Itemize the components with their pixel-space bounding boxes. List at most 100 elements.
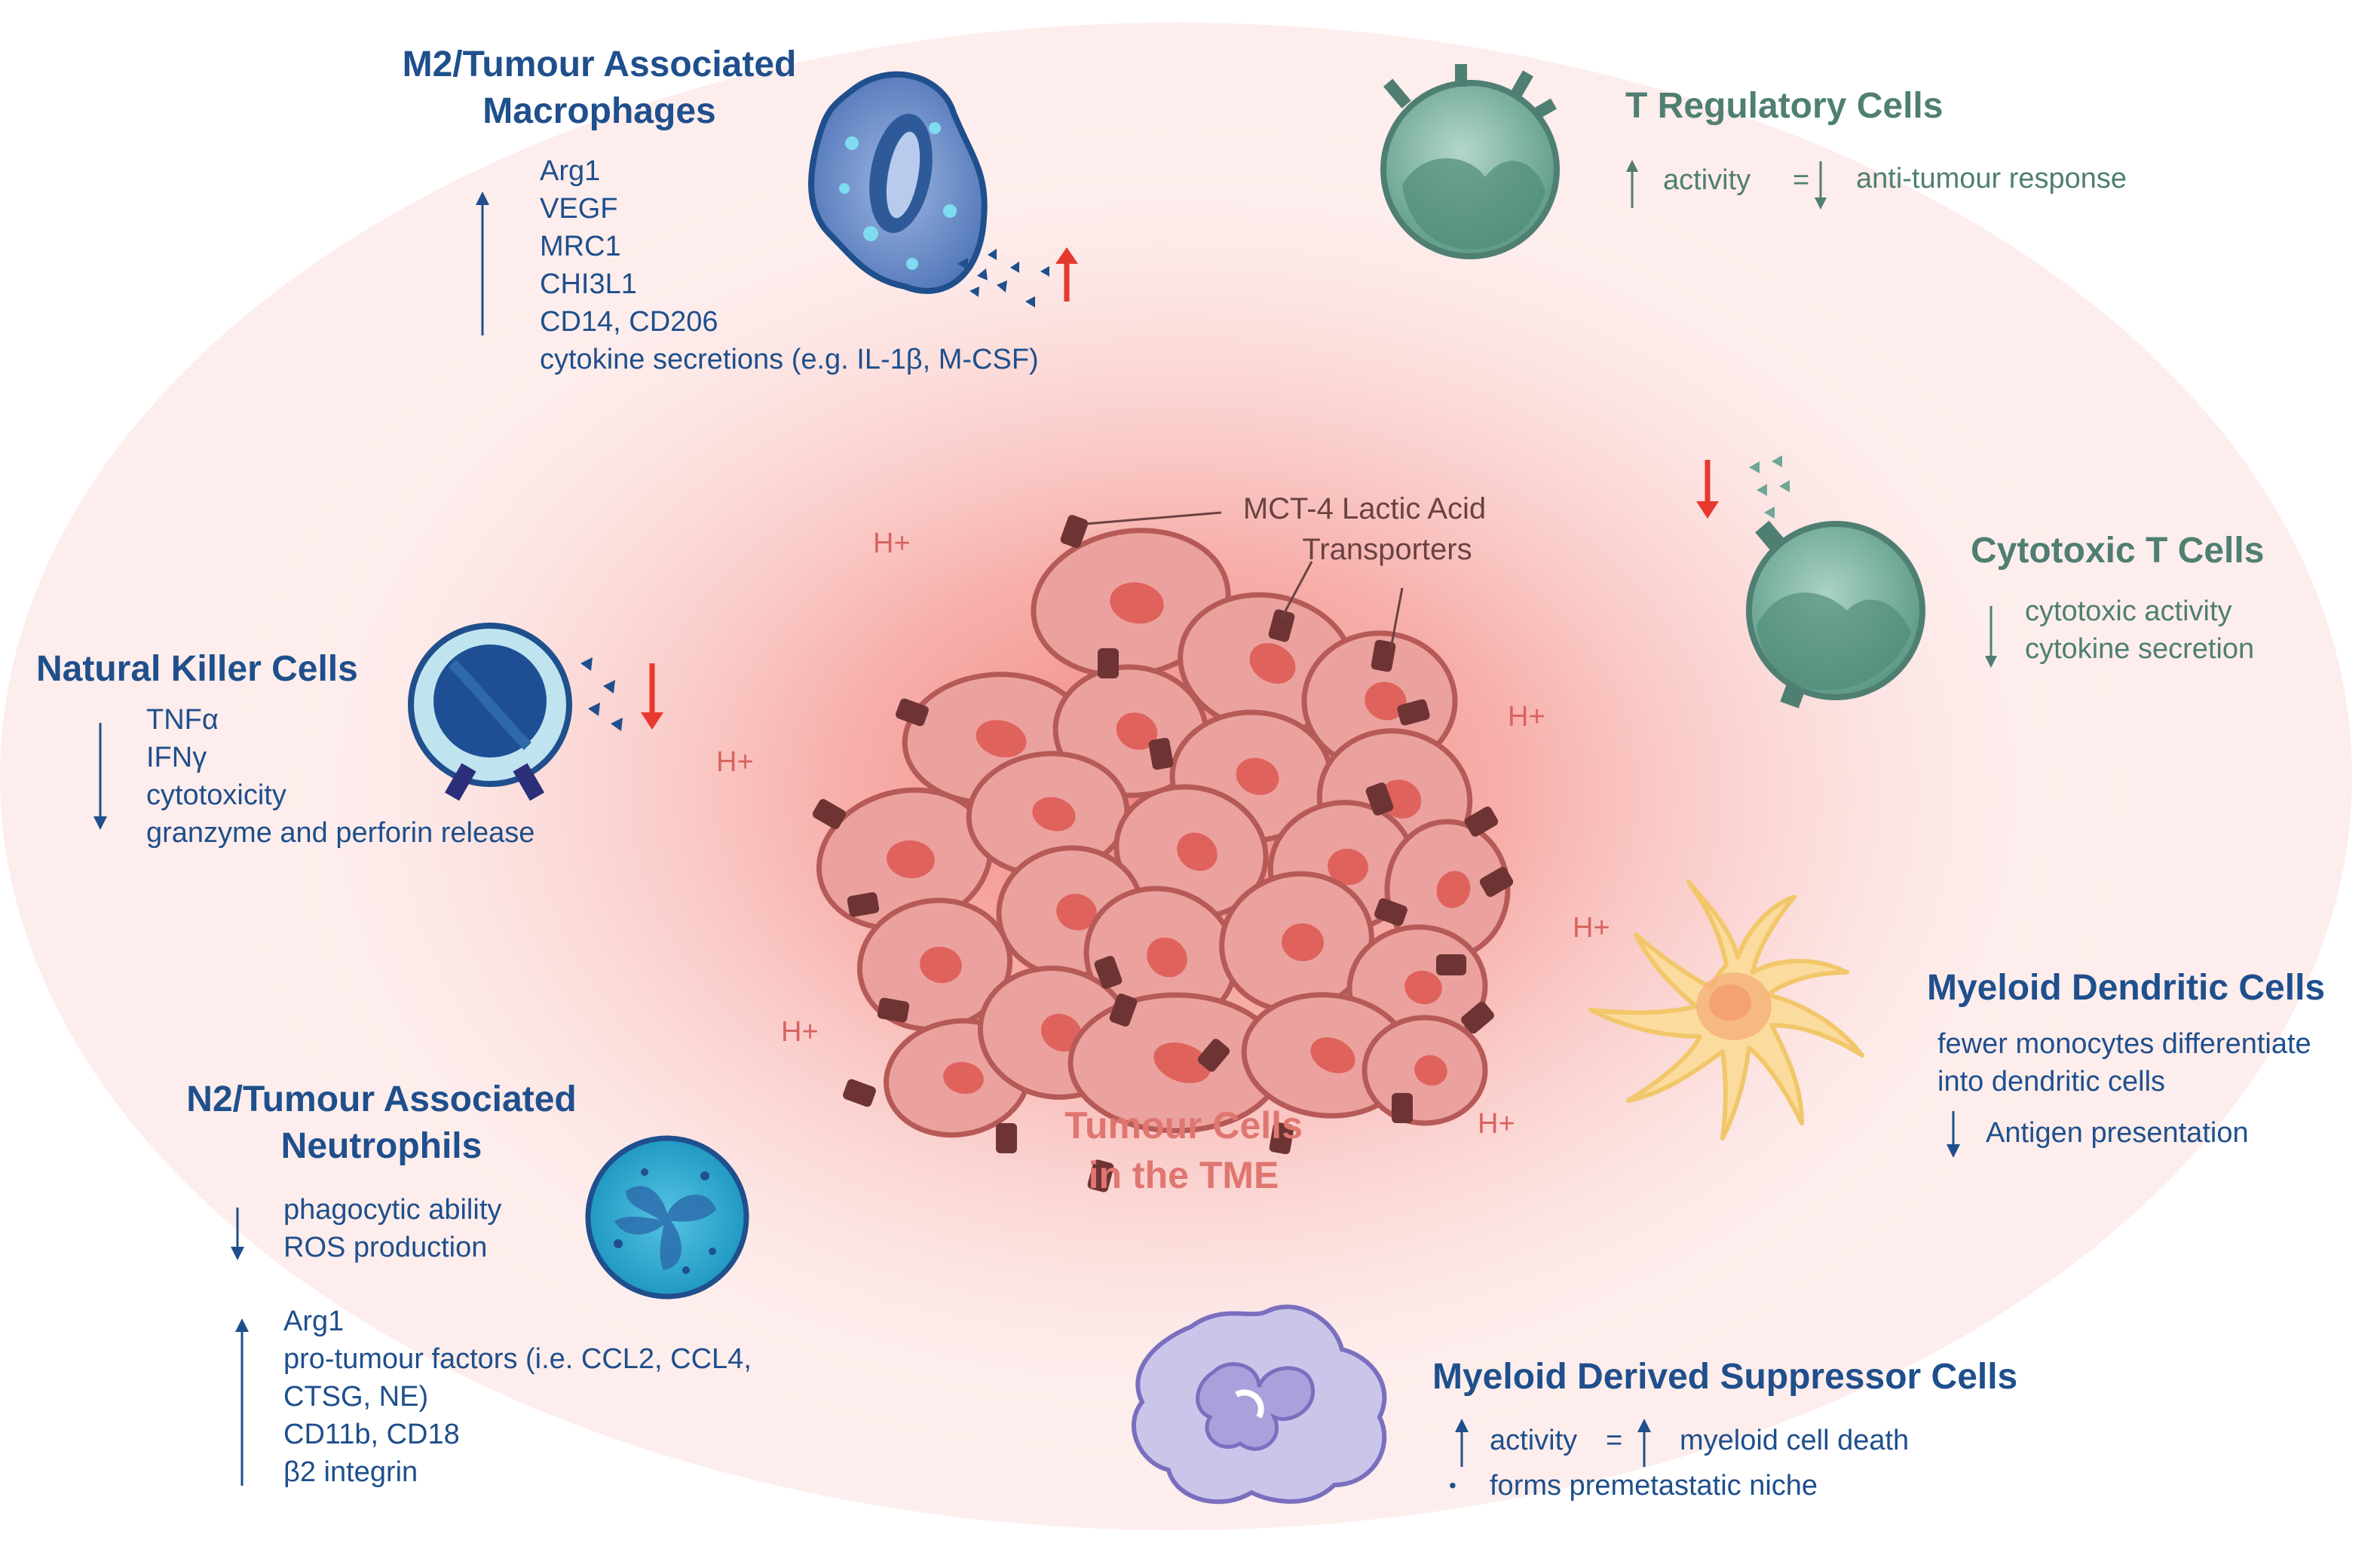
nk-title: Natural Killer Cells [36, 649, 358, 689]
m2-item: VEGF [540, 193, 618, 225]
nk-item: cytotoxicity [146, 779, 286, 811]
mct4-transporter [996, 1123, 1017, 1153]
tumour-title: Tumour Cells in the TME [1010, 1101, 1357, 1200]
mct4-transporter [1464, 807, 1499, 837]
n2-up-item: CTSG, NE) [283, 1381, 429, 1413]
mct-leader-line [1280, 561, 1313, 619]
tumour-cell-nucleus [1310, 1037, 1355, 1073]
mct-leader-line [1085, 511, 1222, 525]
mdc-title: Myeloid Dendritic Cells [1927, 968, 2326, 1008]
mct4-transporter [1060, 515, 1089, 548]
m2-item: CD14, CD206 [540, 306, 718, 338]
mct4-transporter [1098, 648, 1119, 678]
tumour-cell-nucleus [1249, 643, 1296, 684]
down-arrow-icon [1985, 606, 1997, 668]
mct4-transporter [1087, 1159, 1114, 1192]
down-arrow-icon [1815, 161, 1827, 210]
t-regulatory-cell-icon [1380, 64, 1560, 259]
m2-item: MRC1 [540, 231, 621, 262]
tumour-cell-nucleus [976, 720, 1027, 758]
tumour-cluster [812, 511, 1514, 1192]
m2-title: M2/Tumour Associated Macrophages [384, 41, 814, 135]
down-arrow-icon [231, 1208, 244, 1260]
tumour-cell-nucleus [1153, 1042, 1211, 1084]
n2-down-list: phagocytic ability ROS production [283, 1191, 501, 1266]
mct4-transporter [1371, 639, 1396, 672]
tumour-cell-nucleus [1328, 848, 1368, 886]
n2-title: N2/Tumour Associated Neutrophils [170, 1076, 593, 1170]
mct4-transporter [847, 892, 880, 917]
m2-item: cytokine secretions (e.g. IL-1β, M-CSF) [540, 344, 1039, 375]
tumour-cell-nucleus [1040, 1013, 1083, 1052]
tumour-cell-nucleus [1116, 712, 1158, 750]
hplus-label: H+ [781, 1016, 819, 1048]
natural-killer-cell-icon [408, 623, 663, 801]
n2-down-item: ROS production [283, 1232, 488, 1263]
macrophage-cell-icon [808, 71, 1078, 308]
tumour-cell-nucleus [1147, 937, 1187, 978]
nk-item: TNFα [146, 704, 219, 736]
tumour-cell-nucleus [1110, 582, 1164, 624]
m2-item: CHI3L1 [540, 268, 637, 300]
mdc-antigen: Antigen presentation [1986, 1117, 2249, 1149]
dendritic-cell-icon [1588, 880, 1864, 1140]
mdsc-niche: forms premetastatic niche [1490, 1470, 1818, 1502]
n2-up-list: Arg1 pro-tumour factors (i.e. CCL2, CCL4… [283, 1303, 752, 1491]
ctl-item: cytotoxic activity [2025, 595, 2232, 627]
mct4-transporter [812, 799, 847, 829]
mct4-transporter [1197, 1039, 1230, 1072]
ctl-title: Cytotoxic T Cells [1971, 531, 2265, 571]
ctl-list: cytotoxic activity cytokine secretion [2025, 592, 2254, 668]
mct4-transporter [1094, 956, 1123, 989]
up-arrow-icon [1455, 1419, 1469, 1467]
mct4-transporter [1392, 1093, 1413, 1123]
treg-title: T Regulatory Cells [1625, 86, 1944, 126]
mct-leader-line [1389, 587, 1404, 649]
mdsc-activity: activity [1490, 1425, 1578, 1456]
tumour-cell-nucleus [1365, 681, 1407, 721]
mct-label-line1: MCT-4 Lactic Acid [1242, 492, 1487, 525]
up-arrow-icon [1626, 160, 1638, 208]
mct4-transporter [1397, 699, 1430, 726]
mct4-transporter [1374, 898, 1407, 926]
mct4-transporter [896, 698, 929, 727]
mct-label: MCT-4 Lactic Acid Transporters [1199, 488, 1530, 570]
tumour-cell-nucleus [1177, 832, 1218, 871]
mct-label-line2: Transporters [1302, 533, 1472, 566]
tumour-cell-nucleus [1436, 871, 1471, 908]
mct4-transporter [1109, 993, 1138, 1027]
nk-item: granzyme and perforin release [146, 817, 535, 849]
n2-up-item: CD11b, CD18 [283, 1419, 460, 1450]
n2-up-item: Arg1 [283, 1306, 345, 1337]
mct4-transporter [1461, 1001, 1494, 1034]
tumour-cell-nucleus [1056, 893, 1097, 931]
tumour-cell-nucleus [920, 946, 962, 984]
m2-item: Arg1 [540, 155, 601, 187]
nk-item: IFNγ [146, 742, 207, 773]
hplus-label: H+ [1478, 1108, 1515, 1140]
mct4-transporter [1365, 782, 1394, 816]
neutrophil-cell-icon [585, 1135, 749, 1300]
mdsc-bullet: • [1449, 1474, 1456, 1497]
mct4-transporter [1148, 737, 1174, 770]
mct4-transporter [1436, 954, 1466, 975]
tumour-cell-nucleus [1404, 970, 1442, 1005]
tumour-cell-nucleus [1414, 1055, 1447, 1086]
down-arrow-icon [93, 723, 107, 830]
m2-title-line2: Macrophages [482, 91, 716, 131]
mdc-desc: fewer monocytes differentiate into dendr… [1937, 1025, 2311, 1101]
tumour-cell-nucleus [1032, 797, 1076, 831]
treg-response: anti-tumour response [1856, 163, 2127, 194]
hplus-label: H+ [1573, 912, 1610, 944]
n2-title-line2: Neutrophils [280, 1126, 482, 1166]
up-arrow-icon [476, 191, 489, 335]
hplus-label: H+ [873, 528, 911, 559]
mct4-transporter [877, 997, 910, 1023]
tumour-cell-nucleus [887, 840, 935, 879]
n2-up-item: β2 integrin [283, 1456, 418, 1488]
hplus-label: H+ [1508, 701, 1545, 733]
mdsc-death: myeloid cell death [1680, 1425, 1910, 1456]
tumour-cell-nucleus [1282, 923, 1324, 962]
